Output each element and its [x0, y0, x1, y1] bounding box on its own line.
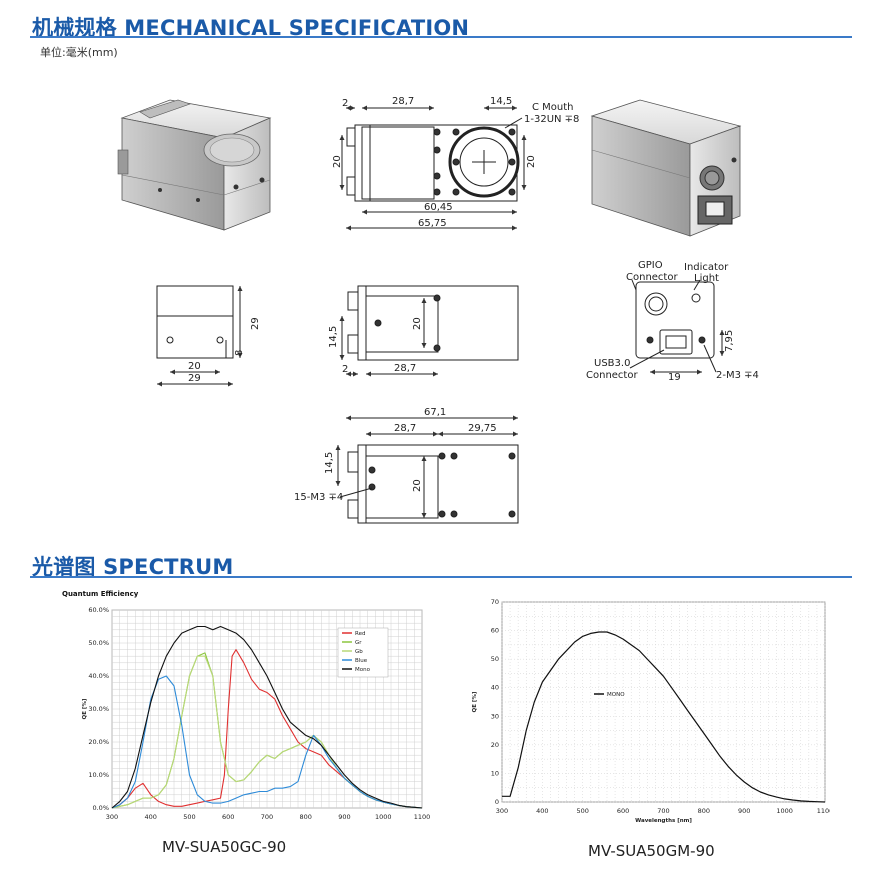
spectrum-section-title: 光谱图 SPECTRUM: [32, 555, 234, 579]
chart1-y-tick-label: 30: [491, 712, 499, 720]
chart1-y-tick-label: 10: [491, 769, 499, 777]
chart0-y-tick-label: 60.0%: [88, 606, 109, 614]
chart0-legend-label: Red: [355, 631, 365, 637]
label-gpio: GPIO: [638, 260, 663, 271]
dim-back-29-h: 29: [188, 373, 201, 384]
chart1-y-tick-label: 60: [491, 627, 499, 635]
label-usb: USB3.0: [594, 358, 630, 369]
chart1-y-tick-label: 40: [491, 684, 499, 692]
dim-67-1: 67,1: [424, 407, 446, 418]
chart1-legend-label: MONO: [607, 692, 625, 698]
chart0-x-tick-label: 300: [106, 813, 118, 821]
iso-view-back: [590, 99, 742, 237]
dim-top-14-5: 14,5: [490, 96, 512, 107]
dim-top-2: 2: [342, 98, 348, 109]
chart1-x-tick-label: 1100: [817, 807, 830, 815]
chart1-x-tick-label: 1000: [776, 807, 793, 815]
dim-mid-2: 2: [342, 364, 348, 375]
chart0-y-axis-label: QE [%]: [82, 698, 88, 719]
dim-back-20: 20: [188, 361, 201, 372]
dim-mid-20: 20: [412, 317, 423, 330]
chart0-y-tick-label: 20.0%: [88, 738, 109, 746]
chart1-x-tick-label: 500: [577, 807, 589, 815]
chart1-x-tick-label: 600: [617, 807, 629, 815]
chart0-legend-label: Gb: [355, 649, 363, 655]
chart1-series-mono: [502, 631, 826, 803]
chart0-series-mono: [111, 625, 423, 809]
dim-side-20-right: 20: [526, 155, 537, 168]
chart0-y-tick-label: 30.0%: [88, 705, 109, 713]
dim-29-75: 29,75: [468, 423, 497, 434]
dim-7-95: 7,95: [724, 330, 735, 352]
chart1-x-tick-label: 700: [657, 807, 669, 815]
chart0-y-tick-label: 0.0%: [92, 804, 109, 812]
side-view-middle: [339, 285, 519, 377]
chart1-y-tick-label: 20: [491, 741, 499, 749]
label-m3: 2-M3 ∓4: [716, 370, 759, 381]
chart0-x-tick-label: 600: [222, 813, 234, 821]
chart0-x-tick-label: 900: [338, 813, 350, 821]
dim-65-75: 65,75: [418, 218, 447, 229]
label-thread: 1-32UN ∓8: [524, 114, 579, 125]
mechanical-divider: [30, 36, 852, 38]
rear-connector-view: [629, 279, 725, 375]
chart1-y-axis-label: QE [%]: [472, 691, 478, 712]
chart0-legend-label: Gr: [355, 640, 362, 646]
dim-back-29-v: 29: [250, 317, 261, 330]
dim-mid-14-5: 14,5: [328, 326, 339, 348]
chart1-x-tick-label: 300: [496, 807, 508, 815]
chart0-x-tick-label: 800: [300, 813, 312, 821]
chart1-y-tick-label: 0: [495, 798, 499, 806]
chart1-x-tick-label: 900: [738, 807, 750, 815]
side-view-top: [339, 105, 527, 231]
qe-chart-mono: 300 400 500 600 700 800 900 1000 1100 0 10 20 30 40 50…: [472, 598, 830, 824]
label-c-mouth: C Mouth: [532, 102, 574, 113]
label-indicator: Indicator: [684, 262, 729, 273]
chart0-x-tick-label: 1100: [414, 813, 431, 821]
dim-19: 19: [668, 372, 681, 383]
chart0-y-tick-label: 40.0%: [88, 672, 109, 680]
caption-mono-model: MV-SUA50GM-90: [588, 842, 715, 860]
mechanical-drawings: 2 28,7 14,5 C Mouth 1-32UN ∓8 20 20 60,4…: [117, 96, 759, 524]
chart0-series-blue: [111, 675, 423, 809]
chart0-x-tick-label: 1000: [375, 813, 392, 821]
dim-mid-28-7: 28,7: [394, 363, 416, 374]
chart0-x-tick-label: 500: [183, 813, 195, 821]
chart0-y-tick-label: 10.0%: [88, 771, 109, 779]
back-view: [156, 285, 243, 387]
dim-60-45: 60,45: [424, 202, 453, 213]
label-usb-connector: Connector: [586, 370, 638, 381]
chart0-x-tick-label: 700: [261, 813, 273, 821]
chart1-y-tick-label: 50: [491, 655, 499, 663]
chart0-title: Quantum Efficiency: [62, 590, 139, 598]
iso-view-front: [117, 99, 272, 231]
label-gpio-connector: Connector: [626, 272, 678, 283]
dim-side-20-left: 20: [332, 155, 343, 168]
chart1-x-tick-label: 800: [698, 807, 710, 815]
label-15-m3: 15-M3 ∓4: [294, 492, 343, 503]
chart1-x-tick-label: 400: [536, 807, 548, 815]
spectrum-divider: [30, 576, 852, 578]
chart1-y-tick-label: 70: [491, 598, 499, 606]
qe-chart-color: Quantum Efficiency 300 400 500 600 700 800 900 1…: [62, 590, 431, 821]
dim-bot-14-5: 14,5: [324, 452, 335, 474]
chart0-legend-label: Mono: [355, 667, 371, 673]
dim-back-8: 8: [234, 350, 245, 356]
chart0-y-tick-label: 50.0%: [88, 639, 109, 647]
chart1-x-axis-label: Wavelengths [nm]: [635, 818, 692, 824]
chart0-legend-label: Blue: [355, 658, 368, 664]
side-view-bottom: [335, 415, 519, 524]
dim-bot-20: 20: [412, 479, 423, 492]
dim-top-28-7: 28,7: [392, 96, 414, 107]
caption-color-model: MV-SUA50GC-90: [162, 838, 287, 856]
unit-note: 单位:毫米(mm): [40, 46, 118, 59]
dim-bot-28-7: 28,7: [394, 423, 416, 434]
chart0-x-tick-label: 400: [145, 813, 157, 821]
label-light: Light: [694, 273, 719, 284]
